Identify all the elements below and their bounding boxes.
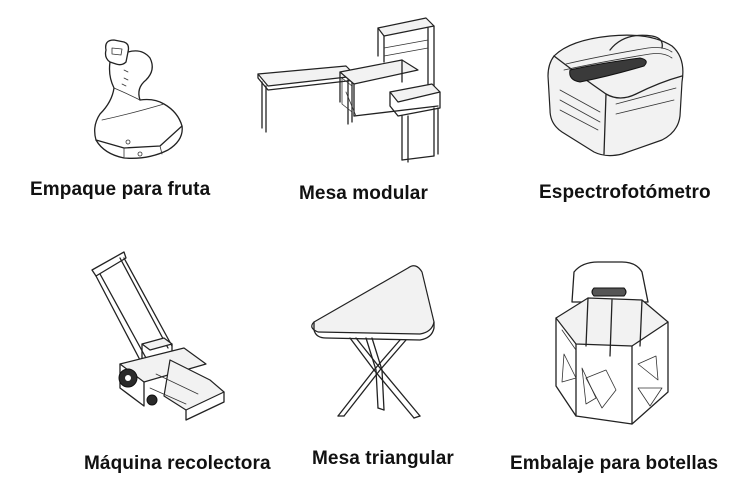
item-label: Máquina recolectora: [84, 453, 271, 474]
modular-table-sketch-icon: [252, 12, 447, 164]
item-label: Empaque para fruta: [30, 179, 211, 200]
triangular-table-sketch-icon: [304, 260, 444, 425]
item-label: Embalaje para botellas: [510, 453, 719, 474]
fruit-packaging-sketch-icon: [84, 36, 194, 166]
item-label: Espectrofotómetro: [539, 182, 711, 203]
spectrophotometer-sketch-icon: [540, 20, 690, 160]
bottle-packaging-sketch-icon: [546, 258, 676, 433]
item-label: Mesa modular: [299, 183, 428, 204]
collector-machine-sketch-icon: [86, 248, 231, 428]
item-label: Mesa triangular: [312, 448, 454, 469]
